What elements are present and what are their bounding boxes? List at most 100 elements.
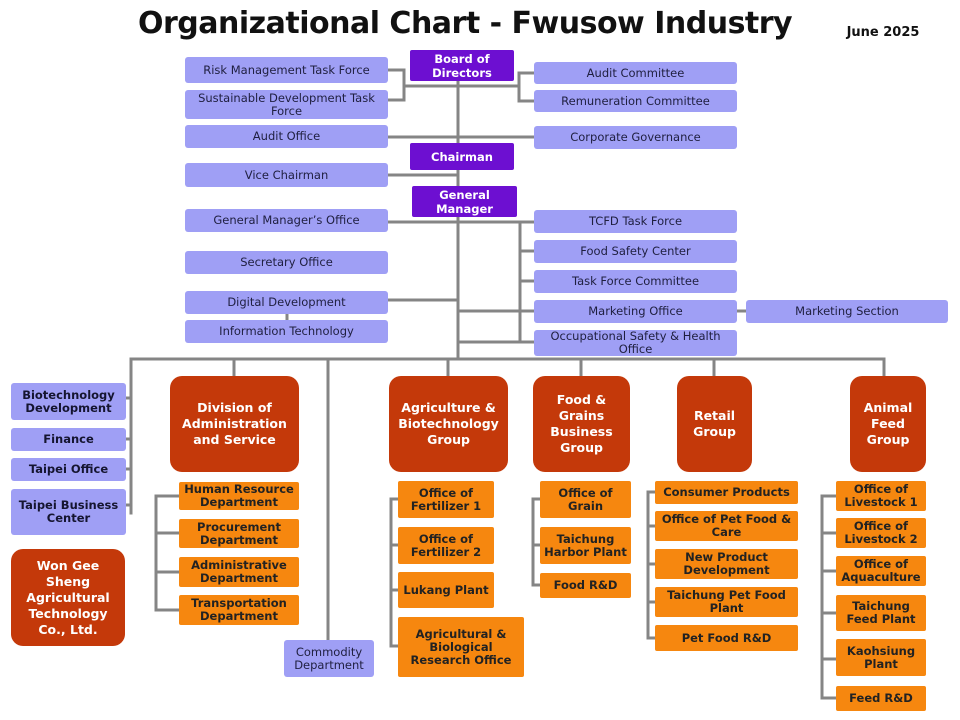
org-box-infotech: Information Technology [185, 320, 388, 343]
org-box-label: Audit Committee [586, 65, 685, 80]
org-box-digital: Digital Development [185, 291, 388, 314]
org-box-transp: Transportation Department [179, 595, 299, 625]
org-box-label: Animal Feed Group [863, 400, 913, 447]
org-box-admindept: Administrative Department [179, 557, 299, 587]
org-box-agbio: Agricultural & Biological Research Offic… [398, 617, 524, 677]
org-box-risk: Risk Management Task Force [185, 57, 388, 83]
org-box-taichungfeed: Taichung Feed Plant [836, 595, 926, 631]
org-box-label: Lukang Plant [403, 582, 489, 597]
org-box-label: Audit Office [252, 129, 321, 143]
org-box-auditcomm: Audit Committee [534, 62, 737, 84]
org-box-label: Secretary Office [240, 255, 333, 269]
org-box-label: Taichung Harbor Plant [544, 531, 627, 559]
org-box-label: Agriculture & Biotechnology Group [398, 400, 499, 447]
org-box-aqua: Office of Aquaculture [836, 556, 926, 586]
org-box-label: Retail Group [693, 408, 736, 439]
org-box-newprod: New Product Development [655, 549, 798, 579]
org-box-wongee: Won Gee Sheng Agricultural Technology Co… [11, 549, 125, 646]
org-box-board: Board of Directors [410, 50, 514, 81]
org-box-lukang: Lukang Plant [398, 572, 494, 608]
org-box-gm: General Manager [412, 186, 517, 217]
org-box-osh: Occupational Safety & Health Office [534, 330, 737, 356]
org-box-label: Remuneration Committee [561, 93, 710, 108]
org-box-label: Task Force Committee [571, 274, 700, 288]
org-box-label: Administrative Department [191, 558, 287, 585]
org-box-fert1: Office of Fertilizer 1 [398, 481, 494, 518]
org-box-agri: Agriculture & Biotechnology Group [389, 376, 508, 472]
org-box-label: Office of Fertilizer 2 [410, 531, 482, 559]
org-box-label: Digital Development [227, 295, 346, 309]
org-box-vicechair: Vice Chairman [185, 163, 388, 187]
org-box-label: General Manager [436, 187, 493, 216]
org-box-label: Taichung Feed Plant [846, 599, 916, 626]
org-box-feedrd: Feed R&D [836, 686, 926, 711]
org-box-label: Agricultural & Biological Research Offic… [410, 626, 512, 667]
org-box-fert2: Office of Fertilizer 2 [398, 527, 494, 564]
org-box-label: Taichung Pet Food Plant [667, 588, 786, 615]
org-box-hr: Human Resource Department [179, 482, 299, 510]
org-box-proc: Procurement Department [179, 519, 299, 548]
org-box-label: New Product Development [683, 550, 770, 577]
org-box-label: Human Resource Department [184, 482, 294, 509]
org-box-taichungpet: Taichung Pet Food Plant [655, 587, 798, 617]
org-box-label: Office of Grain [558, 485, 613, 513]
org-box-gmoffice: General Manager’s Office [185, 209, 388, 232]
org-box-kaohsiung: Kaohsiung Plant [836, 639, 926, 676]
org-box-label: Commodity Department [294, 644, 364, 672]
org-box-label: Vice Chairman [244, 167, 329, 182]
org-box-label: Risk Management Task Force [203, 62, 370, 77]
org-box-tcfd: TCFD Task Force [534, 210, 737, 233]
org-box-foodsafety: Food Safety Center [534, 240, 737, 263]
org-box-label: Office of Aquaculture [841, 557, 921, 584]
org-box-label: Marketing Section [795, 304, 899, 318]
org-box-label: Taipei Business Center [18, 498, 119, 525]
org-box-label: Office of Pet Food & Care [661, 512, 792, 539]
org-box-label: Chairman [431, 149, 493, 164]
org-box-div-admin: Division of Administration and Service [170, 376, 299, 472]
chart-date: June 2025 [846, 25, 920, 40]
org-box-consumer: Consumer Products [655, 481, 798, 504]
org-box-label: Food R&D [553, 578, 618, 592]
org-box-auditoffice: Audit Office [185, 125, 388, 148]
org-box-label: Food Safety Center [580, 244, 691, 258]
org-box-label: Won Gee Sheng Agricultural Technology Co… [26, 557, 110, 637]
org-box-petcare: Office of Pet Food & Care [655, 511, 798, 541]
org-box-food: Food & Grains Business Group [533, 376, 630, 472]
org-box-label: Office of Livestock 2 [844, 519, 918, 546]
org-box-label: Office of Fertilizer 1 [410, 485, 482, 513]
org-box-label: Pet Food R&D [681, 630, 772, 645]
org-box-feed: Animal Feed Group [850, 376, 926, 472]
org-box-secretary: Secretary Office [185, 251, 388, 274]
org-box-retail: Retail Group [677, 376, 752, 472]
org-box-chairman: Chairman [410, 143, 514, 170]
chart-title: Organizational Chart - Fwusow Industry [138, 6, 793, 41]
org-box-label: Corporate Governance [570, 130, 701, 144]
org-box-sustain: Sustainable Development Task Force [185, 90, 388, 119]
org-box-label: Transportation Department [191, 596, 287, 623]
org-box-label: Taipei Office [28, 462, 109, 476]
org-box-taipeibiz: Taipei Business Center [11, 489, 126, 535]
org-box-marketing: Marketing Office [534, 300, 737, 323]
org-box-label: General Manager’s Office [213, 213, 360, 227]
org-box-commodity: Commodity Department [284, 640, 374, 677]
org-box-label: Office of Livestock 1 [844, 482, 918, 509]
org-box-live1: Office of Livestock 1 [836, 481, 926, 511]
org-box-live2: Office of Livestock 2 [836, 518, 926, 548]
org-box-foodrd: Food R&D [540, 573, 631, 598]
org-box-mktsection: Marketing Section [746, 300, 948, 323]
org-box-label: Kaohsiung Plant [846, 643, 916, 671]
org-box-petrd: Pet Food R&D [655, 625, 798, 651]
org-box-label: Biotechnology Development [22, 387, 115, 415]
org-box-remun: Remuneration Committee [534, 90, 737, 112]
org-box-label: Procurement Department [197, 519, 281, 547]
org-box-label: Division of Administration and Service [182, 400, 287, 447]
org-box-finance: Finance [11, 428, 126, 451]
org-box-label: Finance [43, 432, 94, 446]
org-box-label: Consumer Products [663, 485, 790, 499]
org-box-label: Food & Grains Business Group [550, 392, 613, 455]
org-box-corpgov: Corporate Governance [534, 126, 737, 149]
org-box-taipeioffice: Taipei Office [11, 458, 126, 481]
org-box-taskforce: Task Force Committee [534, 270, 737, 293]
org-box-label: Feed R&D [849, 691, 913, 705]
